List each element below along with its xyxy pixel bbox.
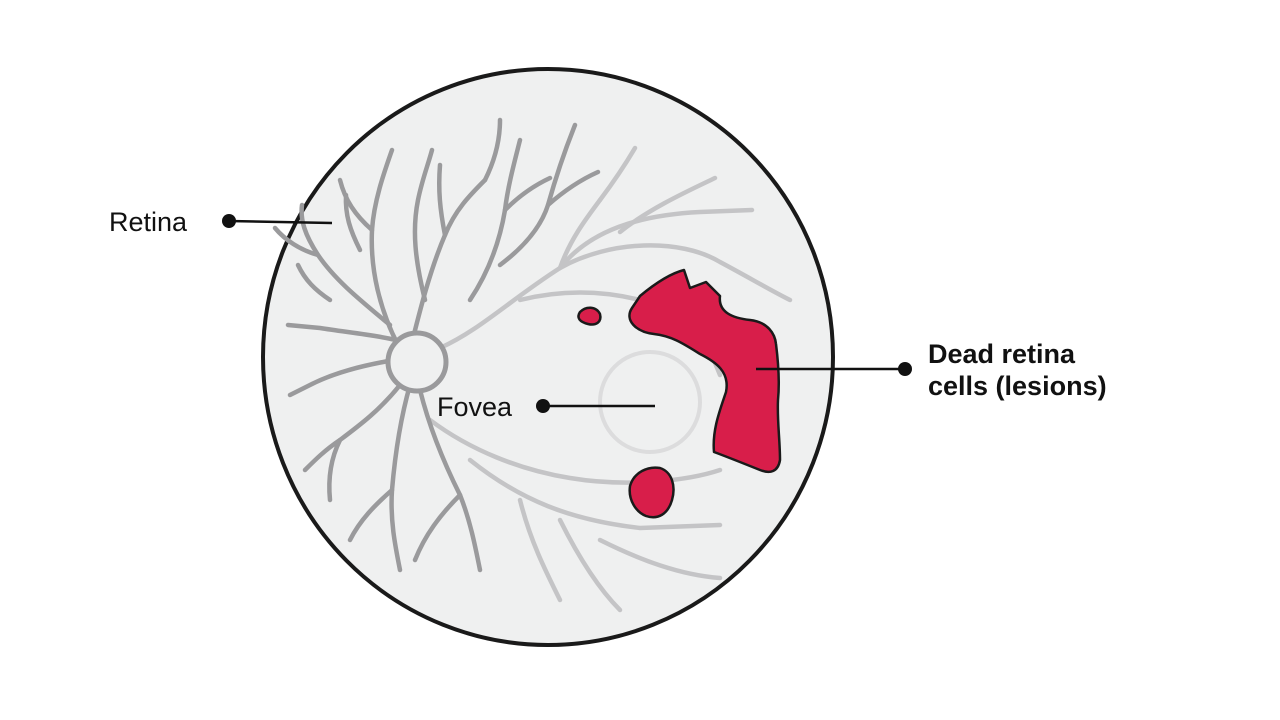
blood-vessels-light bbox=[427, 145, 793, 613]
lesion-large bbox=[628, 268, 782, 474]
fovea-label: Fovea bbox=[437, 392, 513, 422]
lesion-small-lower bbox=[628, 466, 675, 519]
retina-pointer-line bbox=[228, 219, 333, 225]
retina-label: Retina bbox=[109, 207, 188, 237]
lesions-label-line-2: cells (lesions) bbox=[928, 371, 1107, 401]
lesions-label: Dead retina cells (lesions) bbox=[928, 338, 1107, 402]
lesions bbox=[577, 268, 782, 519]
blood-vessels-dark bbox=[272, 117, 601, 573]
retina-pointer-dot bbox=[222, 214, 236, 228]
pointers bbox=[222, 214, 912, 413]
lesions-pointer-dot bbox=[898, 362, 912, 376]
lesions-label-line-1: Dead retina bbox=[928, 339, 1076, 369]
optic-disc bbox=[385, 330, 449, 394]
lesion-small-upper bbox=[577, 306, 602, 326]
fovea-pointer-dot bbox=[536, 399, 550, 413]
